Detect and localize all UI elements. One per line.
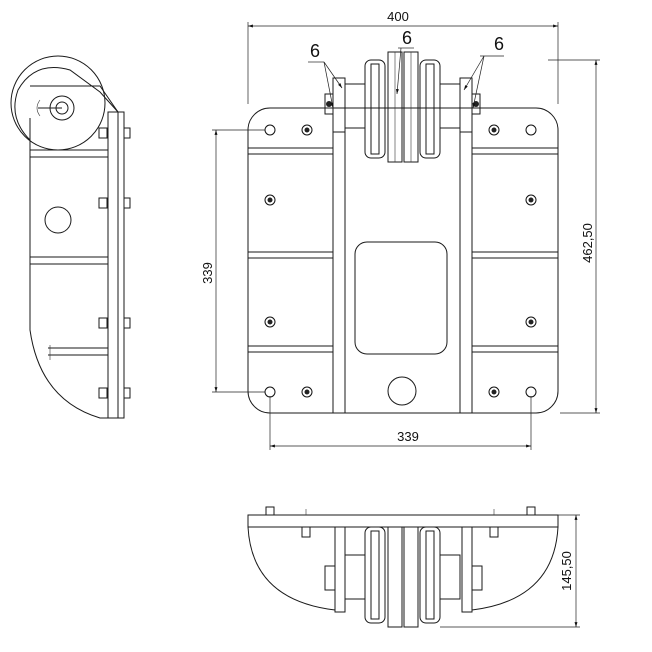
weld-callout-right: 6 bbox=[494, 34, 504, 54]
bottom-view-plate bbox=[247, 514, 559, 528]
bottom-hole bbox=[387, 376, 417, 406]
dim-overall-height: 462,50 bbox=[580, 223, 595, 263]
bottom-view: 145,50 bbox=[247, 506, 580, 628]
base-plate bbox=[247, 107, 559, 414]
weld-callout-left: 6 bbox=[310, 41, 320, 61]
weld-callout-center: 6 bbox=[402, 28, 412, 48]
dim-overall-width: 400 bbox=[387, 9, 409, 24]
side-bolts bbox=[98, 127, 131, 399]
dim-hole-spacing-vertical: 339 bbox=[200, 262, 215, 284]
side-hole bbox=[44, 206, 72, 234]
side-view bbox=[10, 55, 131, 419]
sheaves bbox=[364, 51, 441, 163]
front-view: 400 462,50 339 339 6 6 6 bbox=[200, 9, 600, 450]
center-window bbox=[354, 241, 448, 355]
dim-hole-spacing-horizontal: 339 bbox=[397, 429, 419, 444]
bolt-holes bbox=[264, 124, 537, 398]
dim-bottom-view-height: 145,50 bbox=[559, 551, 574, 591]
